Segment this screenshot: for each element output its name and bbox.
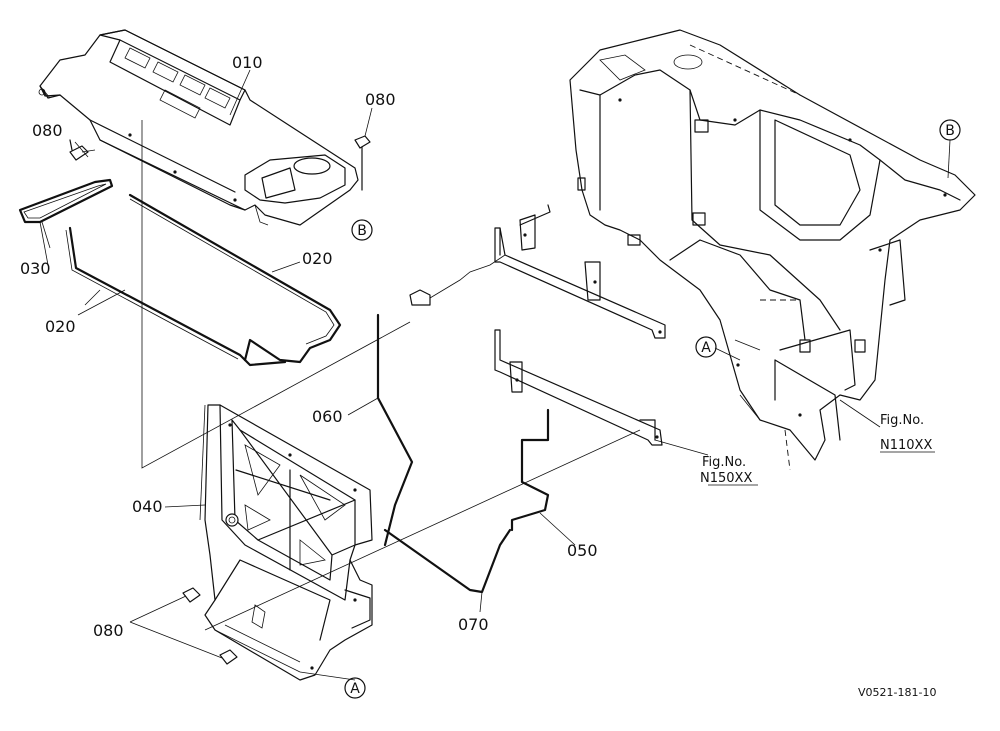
bracket-assembly-n150xx bbox=[409, 204, 666, 446]
part-040-front-panel bbox=[199, 404, 373, 681]
part-labels: 010 080 080 020 030 020 060 040 050 070 … bbox=[20, 53, 598, 640]
leader-lines bbox=[39, 69, 951, 681]
label-part-020-lower: 020 bbox=[45, 317, 76, 336]
part-060-rod bbox=[376, 313, 414, 547]
reference-lines bbox=[39, 85, 641, 631]
part-070-rod bbox=[383, 528, 512, 594]
bolt-080-lower-b bbox=[219, 649, 238, 665]
figure-ref-n110xx-number: N110XX bbox=[880, 438, 932, 453]
ref-marker-a-right: A bbox=[695, 336, 717, 358]
part-010-duct-cover bbox=[38, 29, 359, 226]
part-020-seal-lower bbox=[65, 226, 287, 367]
frame-assembly-n110xx bbox=[569, 29, 976, 471]
figure-ref-n150xx-prefix: Fig.No. bbox=[702, 455, 746, 470]
ref-marker-a-right-text: A bbox=[701, 340, 711, 356]
label-part-060: 060 bbox=[312, 407, 343, 426]
bolt-080-left bbox=[69, 139, 96, 161]
label-part-070: 070 bbox=[458, 615, 489, 634]
label-part-050: 050 bbox=[567, 541, 598, 560]
part-050-rod bbox=[510, 408, 550, 532]
ref-marker-b-left: B bbox=[351, 219, 373, 241]
ref-marker-a-left: A bbox=[344, 677, 366, 699]
label-part-080-top-right: 080 bbox=[365, 90, 396, 109]
label-part-080-top-left: 080 bbox=[32, 121, 63, 140]
bolt-080-lower-a bbox=[182, 587, 201, 603]
label-part-010: 010 bbox=[232, 53, 263, 72]
ref-marker-b-left-text: B bbox=[357, 223, 367, 239]
part-030-seal bbox=[18, 178, 114, 249]
label-part-040: 040 bbox=[132, 497, 163, 516]
part-020-seal-upper bbox=[128, 193, 342, 364]
ref-marker-b-right: B bbox=[939, 119, 961, 141]
figure-ref-n150xx-number: N150XX bbox=[700, 471, 752, 486]
label-part-020-upper: 020 bbox=[302, 249, 333, 268]
figure-ref-n110xx-prefix: Fig.No. bbox=[880, 413, 924, 428]
label-part-080-bottom: 080 bbox=[93, 621, 124, 640]
figure-ref-n150xx: Fig.No. N150XX bbox=[700, 455, 752, 486]
ref-marker-b-right-text: B bbox=[945, 123, 955, 139]
drawing-code: V0521-181-10 bbox=[858, 686, 936, 699]
label-part-030: 030 bbox=[20, 259, 51, 278]
figure-ref-n110xx: Fig.No. N110XX bbox=[880, 413, 932, 453]
bolt-080-right bbox=[354, 135, 371, 191]
ref-marker-a-left-text: A bbox=[350, 681, 360, 697]
